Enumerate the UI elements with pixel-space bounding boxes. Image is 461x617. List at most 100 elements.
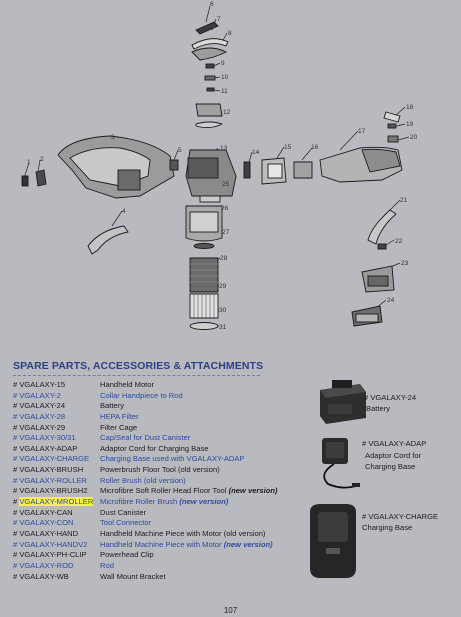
battery-code: # VGALAXY-24: [364, 393, 417, 402]
part-description[interactable]: Microfibre Roller Brush (new version): [100, 497, 228, 508]
part-row: # VGALAXY-CHARGE Charging Base used with …: [13, 454, 313, 465]
charger-image: [310, 504, 356, 578]
callout-17: 17: [358, 128, 366, 135]
part-row: # VGALAXY-BRUSH Powerbrush Floor Tool (ol…: [13, 465, 313, 476]
callout-22: 22: [395, 238, 403, 245]
part-code[interactable]: # VGALAXY-HANDV2: [13, 539, 88, 549]
exploded-parts-diagram: 6 7 8 9 10 11 12 3 5 13 14 15 16 17 18 1…: [21, 1, 418, 331]
part-description-text: Filter Cage: [100, 422, 138, 432]
part-row: # VGALAXY-30/31 Cap/Seal for Dust Caniste…: [13, 433, 313, 444]
part-description-text: Handheld Machine Piece with Motor: [100, 539, 222, 549]
part-description-text: Cap/Seal for Dust Canister: [100, 433, 191, 443]
part-description-text: Powerhead Clip: [100, 550, 154, 560]
callout-8: 8: [228, 30, 232, 37]
part-description: Powerbrush Floor Tool (old version): [100, 465, 220, 476]
part-row: # VGALAXY-BRUSH2 Microfibre Soft Roller H…: [13, 486, 313, 497]
part-description: Microfibre Soft Roller Head Floor Tool (…: [100, 486, 278, 497]
part-code[interactable]: # VGALAXY-30/31: [13, 433, 76, 443]
part-version-note: (new version): [223, 539, 273, 549]
callout-1: 1: [27, 159, 31, 166]
part-row: # VGALAXY-2 Collar Handpiece to Rod: [13, 391, 313, 402]
part-description[interactable]: Charging Base used with VGALAXY-ADAP: [100, 454, 245, 465]
part-code: # VGALAXY-24: [13, 401, 66, 411]
part-description-text: Handheld Machine Piece with Motor (old v…: [100, 528, 266, 538]
part-code-highlighted[interactable]: VGALAXY-MROLLER: [19, 497, 94, 507]
part-description[interactable]: Collar Handpiece to Rod: [100, 391, 183, 402]
part-code[interactable]: # VGALAXY-ROLLER: [13, 475, 88, 485]
charger-desc: Charging Base: [362, 523, 413, 532]
battery-image: [320, 380, 366, 424]
part-description[interactable]: Tool Connector: [100, 518, 151, 529]
callout-27: 27: [222, 229, 230, 236]
part-description-text: Dust Canister: [100, 507, 147, 517]
callout-29: 29: [219, 283, 227, 290]
part-code: # VGALAXY-15: [13, 380, 66, 389]
callout-23: 23: [401, 260, 409, 267]
adaptor-code: # VGALAXY-ADAP: [362, 439, 427, 448]
part-row: # VGALAXY-29 Filter Cage: [13, 423, 313, 434]
part-description-text: Charging Base used with VGALAXY-ADAP: [100, 454, 245, 464]
callout-21: 21: [400, 197, 408, 204]
part-description: Dust Canister: [100, 508, 146, 519]
battery-desc: Battery: [366, 404, 391, 413]
part-code[interactable]: # VGALAXY-CHARGE: [13, 454, 90, 464]
part-description[interactable]: HEPA Filter: [100, 412, 139, 423]
part-code: # VGALAXY-BRUSH2: [13, 486, 88, 496]
part-description: Filter Cage: [100, 423, 137, 434]
callout-24: 24: [387, 297, 395, 304]
part-description: Battery: [100, 401, 124, 412]
callout-26: 26: [221, 205, 229, 212]
part-row: # VGALAXY-HAND Handheld Machine Piece wit…: [13, 529, 313, 540]
callout-3: 3: [111, 134, 115, 141]
adaptor-image: [322, 438, 360, 489]
callout-18: 18: [406, 104, 414, 111]
heading-divider: [13, 375, 260, 376]
part-description-text: Collar Handpiece to Rod: [100, 390, 183, 400]
callout-28: 28: [220, 255, 228, 262]
part-row: # VGALAXY-ADAP Adaptor Cord for Charging …: [13, 444, 313, 455]
callout-5: 5: [178, 147, 182, 154]
part-version-note: (new version): [179, 497, 229, 507]
part-description-text: Microfibre Roller Brush: [100, 497, 178, 507]
callout-15: 15: [284, 144, 292, 151]
part-code[interactable]: # VGALAXY-2: [13, 390, 61, 400]
part-description: Wall Mount Bracket: [100, 572, 166, 583]
part-description[interactable]: Roller Brush (old version): [100, 476, 186, 487]
part-code[interactable]: # VGALAXY-MROLLER: [13, 497, 94, 508]
part-code-prefix: #: [13, 497, 20, 507]
part-code: # VGALAXY-BRUSH: [13, 465, 84, 475]
part-description[interactable]: Cap/Seal for Dust Canister: [100, 433, 190, 444]
part-version-note: (new version): [228, 486, 278, 496]
part-code[interactable]: # VGALAXY-28: [13, 411, 66, 421]
callout-19: 19: [406, 121, 414, 128]
part-description[interactable]: Handheld Machine Piece with Motor (new v…: [100, 540, 273, 551]
part-code[interactable]: # VGALAXY-CON: [13, 518, 74, 528]
callout-25: 25: [222, 181, 230, 188]
part-row: # VGALAXY-ROD Rod: [13, 561, 313, 572]
part-code: # VGALAXY-29: [13, 422, 66, 432]
part-description: Handheld Motor: [100, 380, 154, 391]
part-description: Powerhead Clip: [100, 550, 154, 561]
part-code[interactable]: # VGALAXY-ROD: [13, 560, 74, 570]
part-description: Adaptor Cord for Charging Base: [100, 444, 208, 455]
callout-6: 6: [210, 1, 214, 8]
part-description-text: Rod: [100, 560, 114, 570]
part-row: # VGALAXY-CON Tool Connector: [13, 518, 313, 529]
adaptor-desc-line2: Charging Base: [365, 462, 416, 471]
part-description-text: Handheld Motor: [100, 380, 155, 389]
part-row: # VGALAXY-ROLLER Roller Brush (old versio…: [13, 476, 313, 487]
part-description-text: Battery: [100, 401, 125, 411]
callout-16: 16: [311, 144, 319, 151]
part-row: # VGALAXY-28 HEPA Filter: [13, 412, 313, 423]
part-description: Handheld Machine Piece with Motor (old v…: [100, 529, 265, 540]
callout-30: 30: [219, 307, 227, 314]
part-code: # VGALAXY-ADAP: [13, 443, 78, 453]
callout-10: 10: [221, 74, 229, 81]
part-description[interactable]: Rod: [100, 561, 114, 572]
callout-13: 13: [220, 145, 228, 152]
part-row: # VGALAXY-15 Handheld Motor: [13, 380, 313, 391]
part-code: # VGALAXY-HAND: [13, 528, 79, 538]
part-description-text: Tool Connector: [100, 518, 152, 528]
